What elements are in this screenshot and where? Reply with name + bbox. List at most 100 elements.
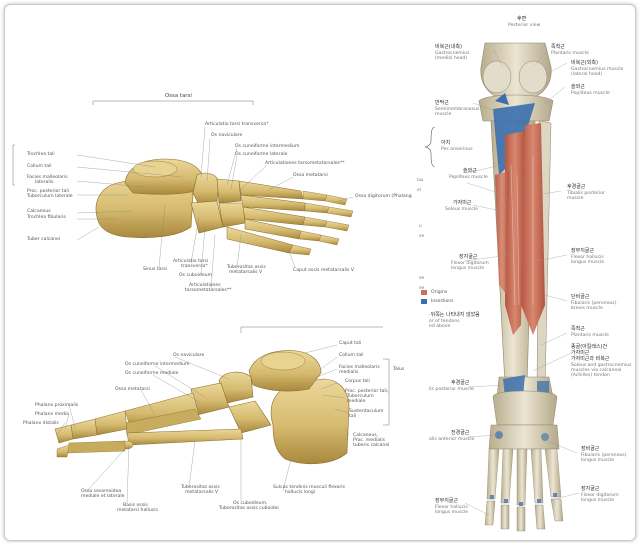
- label-tuberositas-top: Tuberositas ossis: [227, 265, 266, 270]
- label-b-sustentaculum-2: tali: [349, 414, 357, 419]
- edge-fragment-4: ee: [419, 233, 425, 238]
- label-gastro-lat-ko: 비복근(외측): [571, 60, 598, 66]
- label-b-os-cuboideum-2: Tuberositas ossis cuboidei: [219, 506, 279, 511]
- label-proc-posterior-tali: Proc. posterior tali: [27, 189, 69, 194]
- label-plantaris-ko: 족척근: [551, 44, 565, 50]
- label-trochlea-tali: Trochlea tali: [27, 152, 55, 157]
- label-b-phalanx-media: Phalanx media: [35, 412, 69, 417]
- label-semimem-ko: 반막근: [435, 100, 449, 106]
- label-b-calcaneus-3: tuberis calcanei: [353, 443, 390, 448]
- label-art-tarsi-transversa-bottom: Articulatio tarsi: [173, 259, 209, 264]
- top-foot-illustration: [12, 100, 354, 289]
- label-b-os-cuboideum: Os cuboideum,: [233, 501, 268, 506]
- label-b-os-naviculare: Os naviculare: [173, 353, 205, 358]
- label-arcus-en: Pes anserinus: [441, 147, 473, 152]
- label-b-sustentaculum: Sustentaculum: [349, 409, 384, 414]
- label-note-en2: ed above: [429, 324, 451, 329]
- label-caput-ossis: Caput ossis metatarsalis V: [293, 268, 355, 273]
- label-soleus-arc-en: Popliteus muscle: [449, 175, 488, 180]
- label-plantaris2-en: Plantaris muscle: [571, 333, 609, 338]
- label-gastro-med-ko: 비복근(내측): [435, 44, 462, 50]
- label-gastro-lat-en2: (lateral head): [571, 72, 603, 77]
- label-note-en: or of tendons: [429, 319, 460, 324]
- label-b-calcaneus: Calcaneus,: [353, 433, 379, 438]
- label-gastro-med-en2: (medial head): [435, 56, 468, 61]
- label-semimem-en2: muscle: [435, 112, 452, 117]
- label-b-sulcus: Sulcus tendinis musculi flexoris: [273, 485, 345, 490]
- label-articulationes: Articulationes: [189, 283, 221, 288]
- top-foot-caption: Ossa tarsi: [165, 93, 192, 99]
- label-fdl-en: Flexor digitorum: [451, 261, 489, 266]
- label-pero-brev-en: Fibularis (peroneus): [571, 301, 617, 306]
- label-tuberositas-top-2: metatarsalis V: [229, 270, 263, 275]
- label-b-tuberculum-2: mediale: [347, 399, 366, 404]
- label-fhl2-en2: longus muscle: [435, 510, 469, 515]
- label-tib-post2-ko: 후경골근: [451, 380, 470, 386]
- label-soleus-en: Soleus muscle: [445, 207, 479, 212]
- label-fdl2-en: Flexor digitorum: [581, 493, 619, 498]
- label-soleus-ko: 가자미근: [453, 200, 472, 206]
- label-calc-en: Soleus and gastrocnemius: [571, 363, 632, 368]
- label-popliteus-ko: 슬와근: [571, 84, 585, 90]
- label-pero-brev-ko: 단비골근: [571, 294, 590, 300]
- label-tib-ant-ko: 전경골근: [451, 430, 470, 436]
- label-arcus-ko: 아치: [441, 140, 451, 146]
- label-popliteus-en: Popliteus muscle: [571, 91, 610, 96]
- label-os-cuneiforme-intermedium: Os cuneiforme intermedium: [235, 144, 300, 149]
- label-fdl-ko: 장지굴근: [459, 254, 478, 260]
- label-b-calcaneus-2: Proc. medialis: [353, 438, 385, 443]
- label-b-tuberculum: Tuberculum: [347, 394, 374, 399]
- label-calc-ko: 종골(아킬레스)건: [571, 344, 608, 350]
- edge-fragment-3: u: [419, 223, 422, 228]
- label-sinus-tarsi: Sinus tarsi: [143, 267, 168, 272]
- legend-insertions: Insertions: [431, 299, 454, 304]
- label-ossa-digitorum: Ossa digitorum (Phalang: [355, 194, 412, 199]
- label-b-ossa-sesamoidea-2: mediale et laterale: [81, 494, 125, 499]
- label-calcaneus: Calcaneus: [27, 209, 51, 214]
- label-b-facies-malleolaris: Facies malleolaris: [339, 365, 380, 370]
- label-art-tarsi-transversa-bottom-2: transversa*: [181, 264, 208, 269]
- label-os-naviculare: Os naviculare: [211, 133, 243, 138]
- label-collum-tali: Collum tali: [27, 164, 52, 169]
- label-b-os-cuneiforme-mediale: Os cuneiforme mediale: [125, 371, 179, 376]
- label-semimem-en: Semimembranosus: [435, 107, 480, 112]
- label-tib-post-en2: muscle: [567, 196, 584, 201]
- label-tuber-calcanei: Tuber calcanei: [27, 237, 61, 242]
- label-b-collum-tali: Collum tali: [339, 353, 364, 358]
- label-gastro-lat-en: Gastrocnemius muscle: [571, 67, 624, 72]
- label-art-tarsi-transversa: Articulatio tarsi transversa*: [205, 122, 269, 127]
- leg-header-ko: 후면: [517, 16, 527, 22]
- label-fdl-en2: longus muscle: [451, 266, 485, 271]
- edge-fragment-2: el: [417, 187, 421, 192]
- label-facies-malleolaris: Facies malleolaris: [27, 175, 68, 180]
- label-tib-post2-en: lis posterior muscle: [429, 387, 474, 392]
- label-b-basis-ossis: Basis ossis: [123, 503, 148, 508]
- label-pero-long-en: Fibularis (peroneus): [581, 453, 627, 458]
- label-fhl-ko: 장무지굴근: [571, 248, 595, 254]
- leg-header-en: Posterior view: [508, 23, 541, 28]
- label-plantaris2-ko: 족척근: [571, 326, 585, 332]
- label-pero-long-ko: 장비골근: [581, 446, 600, 452]
- label-b-os-cuneiforme-intermedium: Os cuneiforme intermedium: [125, 362, 190, 367]
- label-soleus-arc-ko: 슬와근: [463, 168, 477, 174]
- label-fdl2-ko: 장지굴근: [581, 486, 600, 492]
- label-b-tuberositas-2: metatarsalis V: [185, 490, 219, 495]
- edge-fragment-5: ee: [419, 275, 425, 280]
- label-b-corpus-tali: Corpus tali: [345, 379, 370, 384]
- edge-fragment-1: Iau: [417, 177, 424, 182]
- label-plantaris-en: Plantaris muscle: [551, 51, 589, 56]
- label-b-sulcus-2: hallucis longi: [285, 490, 316, 495]
- label-articulationes-2: tarsometatarsales**: [185, 288, 232, 293]
- label-tuberculum-laterale: Tuberculum laterale: [27, 194, 73, 199]
- label-art-tarsometatarsales: Articulationes tarsometatarsales**: [265, 161, 345, 166]
- label-facies-malleolaris-2: lateralis: [35, 180, 54, 185]
- label-os-cuboideum: Os cuboideum: [179, 273, 213, 278]
- label-os-cuneiforme-laterale: Os cuneiforme laterale: [235, 152, 288, 157]
- label-tib-ant-en: alis anterior muscle: [429, 437, 475, 442]
- label-b-proc-posterior: Proc. posterior tali,: [345, 389, 389, 394]
- label-calc-ko3: 가자미근과 비복근: [571, 356, 610, 362]
- edge-fragment-6: ee: [419, 285, 425, 290]
- label-fhl2-en: Flexor hallucis: [435, 505, 468, 510]
- label-pero-long-en2: longus muscle: [581, 458, 615, 463]
- label-calc-ko2: 가자미근: [571, 350, 590, 356]
